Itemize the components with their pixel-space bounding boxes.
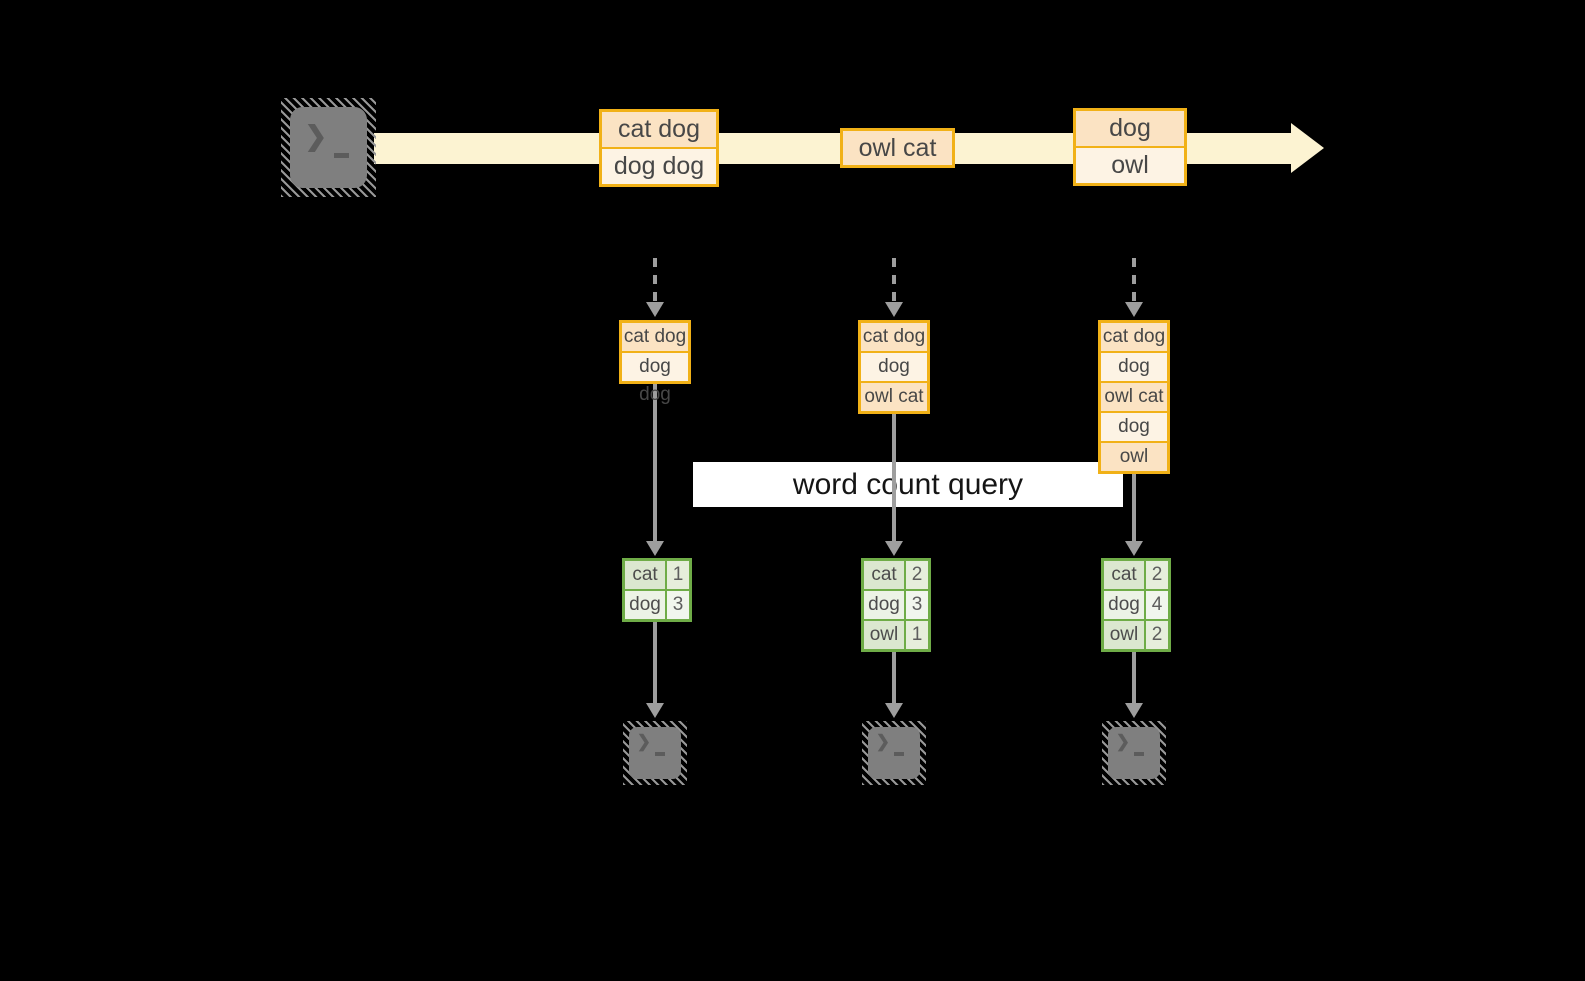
word-cell: cat (864, 561, 904, 589)
table-row: cat 2 (1104, 561, 1168, 589)
arrowhead-icon (885, 302, 903, 317)
arrowhead-icon (885, 703, 903, 718)
stream-batch-2: owl cat (840, 128, 955, 168)
count-cell: 1 (667, 561, 689, 589)
ingest-arrow (653, 258, 657, 303)
buffer-record: cat dog (861, 323, 927, 351)
terminal-cursor-icon (333, 152, 349, 158)
query-arrow (1132, 474, 1136, 541)
word-cell: owl (1104, 621, 1144, 649)
count-cell: 2 (906, 561, 928, 589)
count-table-1: cat 1 dog 3 (622, 558, 692, 622)
arrowhead-icon (1125, 703, 1143, 718)
arrowhead-icon (646, 703, 664, 718)
terminal-prompt-icon: ❯ (1115, 731, 1130, 751)
ingest-arrow (1132, 258, 1136, 303)
stream-record: owl cat (843, 131, 952, 165)
terminal-prompt-icon: ❯ (875, 731, 890, 751)
terminal-body: ❯ (289, 106, 368, 189)
terminal-cursor-icon (893, 751, 904, 756)
terminal-body: ❯ (628, 726, 682, 780)
stream-batch-1: cat dog dog dog (599, 109, 719, 187)
terminal-body: ❯ (1107, 726, 1161, 780)
terminal-sink-icon: ❯ (1102, 721, 1166, 785)
buffer-record: cat dog (1101, 323, 1167, 351)
buffer-box-1: cat dog dog dog (619, 320, 691, 405)
arrowhead-icon (1125, 541, 1143, 556)
count-cell: 3 (667, 591, 689, 619)
arrowhead-icon (1125, 302, 1143, 317)
terminal-body: ❯ (867, 726, 921, 780)
word-cell: owl (864, 621, 904, 649)
buffer-record: dog (1101, 413, 1167, 441)
stream-record: owl (1076, 148, 1184, 183)
terminal-sink-icon: ❯ (862, 721, 926, 785)
buffer-record: dog dog (622, 353, 688, 405)
arrowhead-icon (646, 541, 664, 556)
table-row: cat 1 (625, 561, 689, 589)
word-cell: dog (1104, 591, 1144, 619)
terminal-prompt-icon: ❯ (636, 731, 651, 751)
buffer-record: owl (1101, 443, 1167, 471)
word-cell: cat (625, 561, 665, 589)
table-row: dog 3 (864, 591, 928, 619)
stream-arrowhead-icon (1291, 123, 1324, 173)
count-table-3: cat 2 dog 4 owl 2 (1101, 558, 1171, 652)
buffer-record: owl cat (861, 383, 927, 411)
count-table-2: cat 2 dog 3 owl 1 (861, 558, 931, 652)
stream-batch-3: dog owl (1073, 108, 1187, 186)
arrowhead-icon (885, 541, 903, 556)
table-row: dog 4 (1104, 591, 1168, 619)
count-cell: 2 (1146, 621, 1168, 649)
terminal-cursor-icon (1133, 751, 1144, 756)
ingest-arrow (892, 258, 896, 303)
buffer-record: owl cat (1101, 383, 1167, 411)
query-arrow (892, 414, 896, 541)
output-arrow (892, 652, 896, 704)
count-cell: 4 (1146, 591, 1168, 619)
word-cell: dog (864, 591, 904, 619)
terminal-prompt-icon: ❯ (304, 120, 328, 151)
terminal-source-icon: ❯ (281, 98, 376, 197)
table-row: cat 2 (864, 561, 928, 589)
terminal-sink-icon: ❯ (623, 721, 687, 785)
buffer-box-2: cat dog dog dog owl cat (858, 320, 930, 414)
buffer-box-3: cat dog dog dog owl cat dog owl (1098, 320, 1170, 474)
buffer-record: dog dog (1101, 353, 1167, 405)
output-arrow (1132, 652, 1136, 704)
count-cell: 1 (906, 621, 928, 649)
arrowhead-icon (646, 302, 664, 317)
stream-record: dog dog (602, 149, 716, 184)
query-arrow (653, 384, 657, 541)
table-row: dog 3 (625, 591, 689, 619)
word-cell: cat (1104, 561, 1144, 589)
table-row: owl 1 (864, 621, 928, 649)
terminal-cursor-icon (654, 751, 665, 756)
count-cell: 2 (1146, 561, 1168, 589)
word-cell: dog (625, 591, 665, 619)
query-label: word count query (693, 462, 1123, 507)
buffer-record: cat dog (622, 323, 688, 351)
stream-record: dog (1076, 111, 1184, 146)
output-arrow (653, 622, 657, 704)
buffer-record: dog dog (861, 353, 927, 405)
count-cell: 3 (906, 591, 928, 619)
table-row: owl 2 (1104, 621, 1168, 649)
stream-record: cat dog (602, 112, 716, 147)
